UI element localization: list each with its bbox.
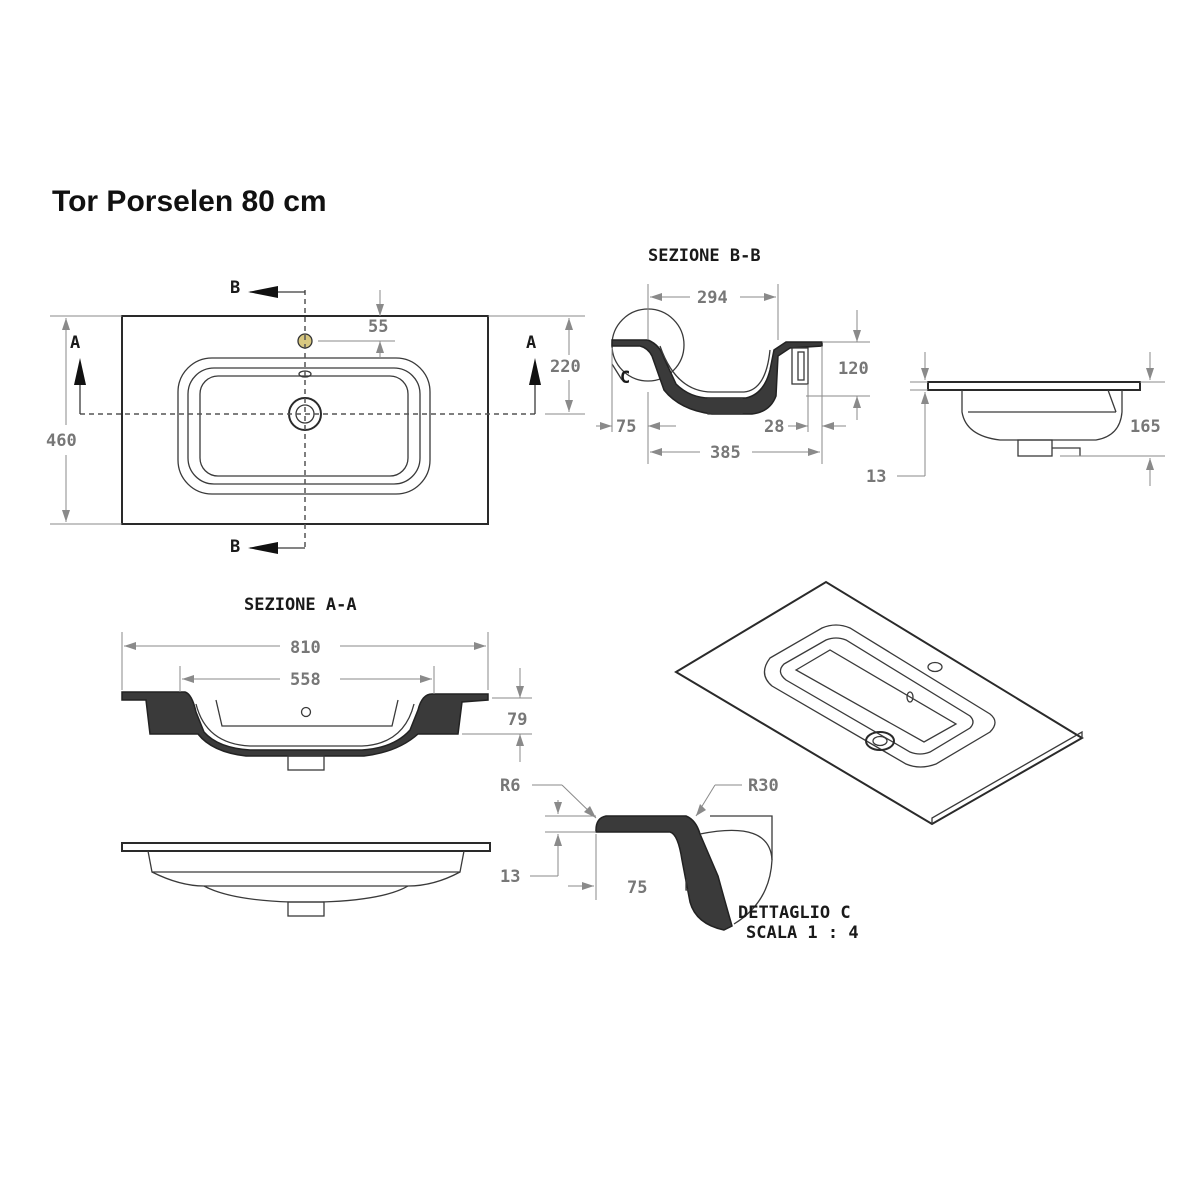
section-aa-title: SEZIONE A-A — [244, 595, 357, 615]
dim-detail-lip: 75 — [627, 878, 647, 898]
dim-detail-outer-radius: R30 — [748, 776, 779, 796]
section-a-marker-right: A — [526, 333, 536, 353]
isometric-bowl-outer — [763, 624, 996, 768]
section-a-marker-left: A — [70, 333, 80, 353]
bowl-outer-top — [177, 357, 431, 495]
overflow-hole-icon — [300, 706, 312, 718]
dim-tap-offset: 55 — [368, 317, 388, 337]
section-aa-profile — [121, 691, 489, 757]
side-view: 13 165 — [866, 352, 1165, 487]
dim-detail-inner-radius: R6 — [500, 776, 520, 796]
detail-c-marker: C — [620, 368, 630, 388]
top-view: B B A A 460 220 55 — [46, 278, 585, 557]
detail-c-scale: SCALA 1 : 4 — [746, 923, 859, 943]
dim-aa-depth: 79 — [507, 710, 527, 730]
dim-aa-total-width: 810 — [290, 638, 321, 658]
bowl-inner-top — [187, 367, 421, 485]
isometric-top — [674, 580, 1084, 826]
section-bb-title: SEZIONE B-B — [648, 246, 761, 266]
dim-side-thickness: 13 — [866, 467, 886, 487]
dim-aa-bowl-width: 558 — [290, 670, 321, 690]
side-view-top — [927, 381, 1141, 391]
isometric-view — [674, 580, 1084, 826]
dim-detail-thickness: 13 — [500, 867, 520, 887]
dim-side-height: 165 — [1130, 417, 1161, 437]
section-bb: SEZIONE B-B C 294 120 75 — [596, 246, 870, 464]
dim-bb-inner-depth: 385 — [710, 443, 741, 463]
dim-bb-bowl-width: 294 — [697, 288, 728, 308]
isometric-tap-hole-icon — [927, 661, 943, 673]
isometric-overflow-icon — [906, 691, 914, 703]
section-aa: SEZIONE A-A 810 558 79 — [121, 595, 532, 771]
section-b-marker-bottom: B — [230, 537, 240, 557]
isometric-drain-icon — [865, 731, 895, 751]
dim-bb-rear: 28 — [764, 417, 784, 437]
detail-c: R6 R30 13 75 DETTAGLIO C SCALA 1 : 4 — [500, 776, 859, 943]
dim-half-depth: 220 — [550, 357, 581, 377]
detail-c-profile — [595, 815, 733, 931]
dim-bb-front-lip: 75 — [616, 417, 636, 437]
section-b-marker-top: B — [230, 278, 240, 298]
dim-total-depth: 460 — [46, 431, 77, 451]
page-title: Tor Porselen 80 cm — [52, 185, 327, 218]
front-view — [121, 842, 491, 917]
detail-c-title: DETTAGLIO C — [738, 903, 851, 923]
section-bb-profile — [611, 339, 823, 415]
front-view-top — [121, 842, 491, 852]
dim-bb-height: 120 — [838, 359, 869, 379]
